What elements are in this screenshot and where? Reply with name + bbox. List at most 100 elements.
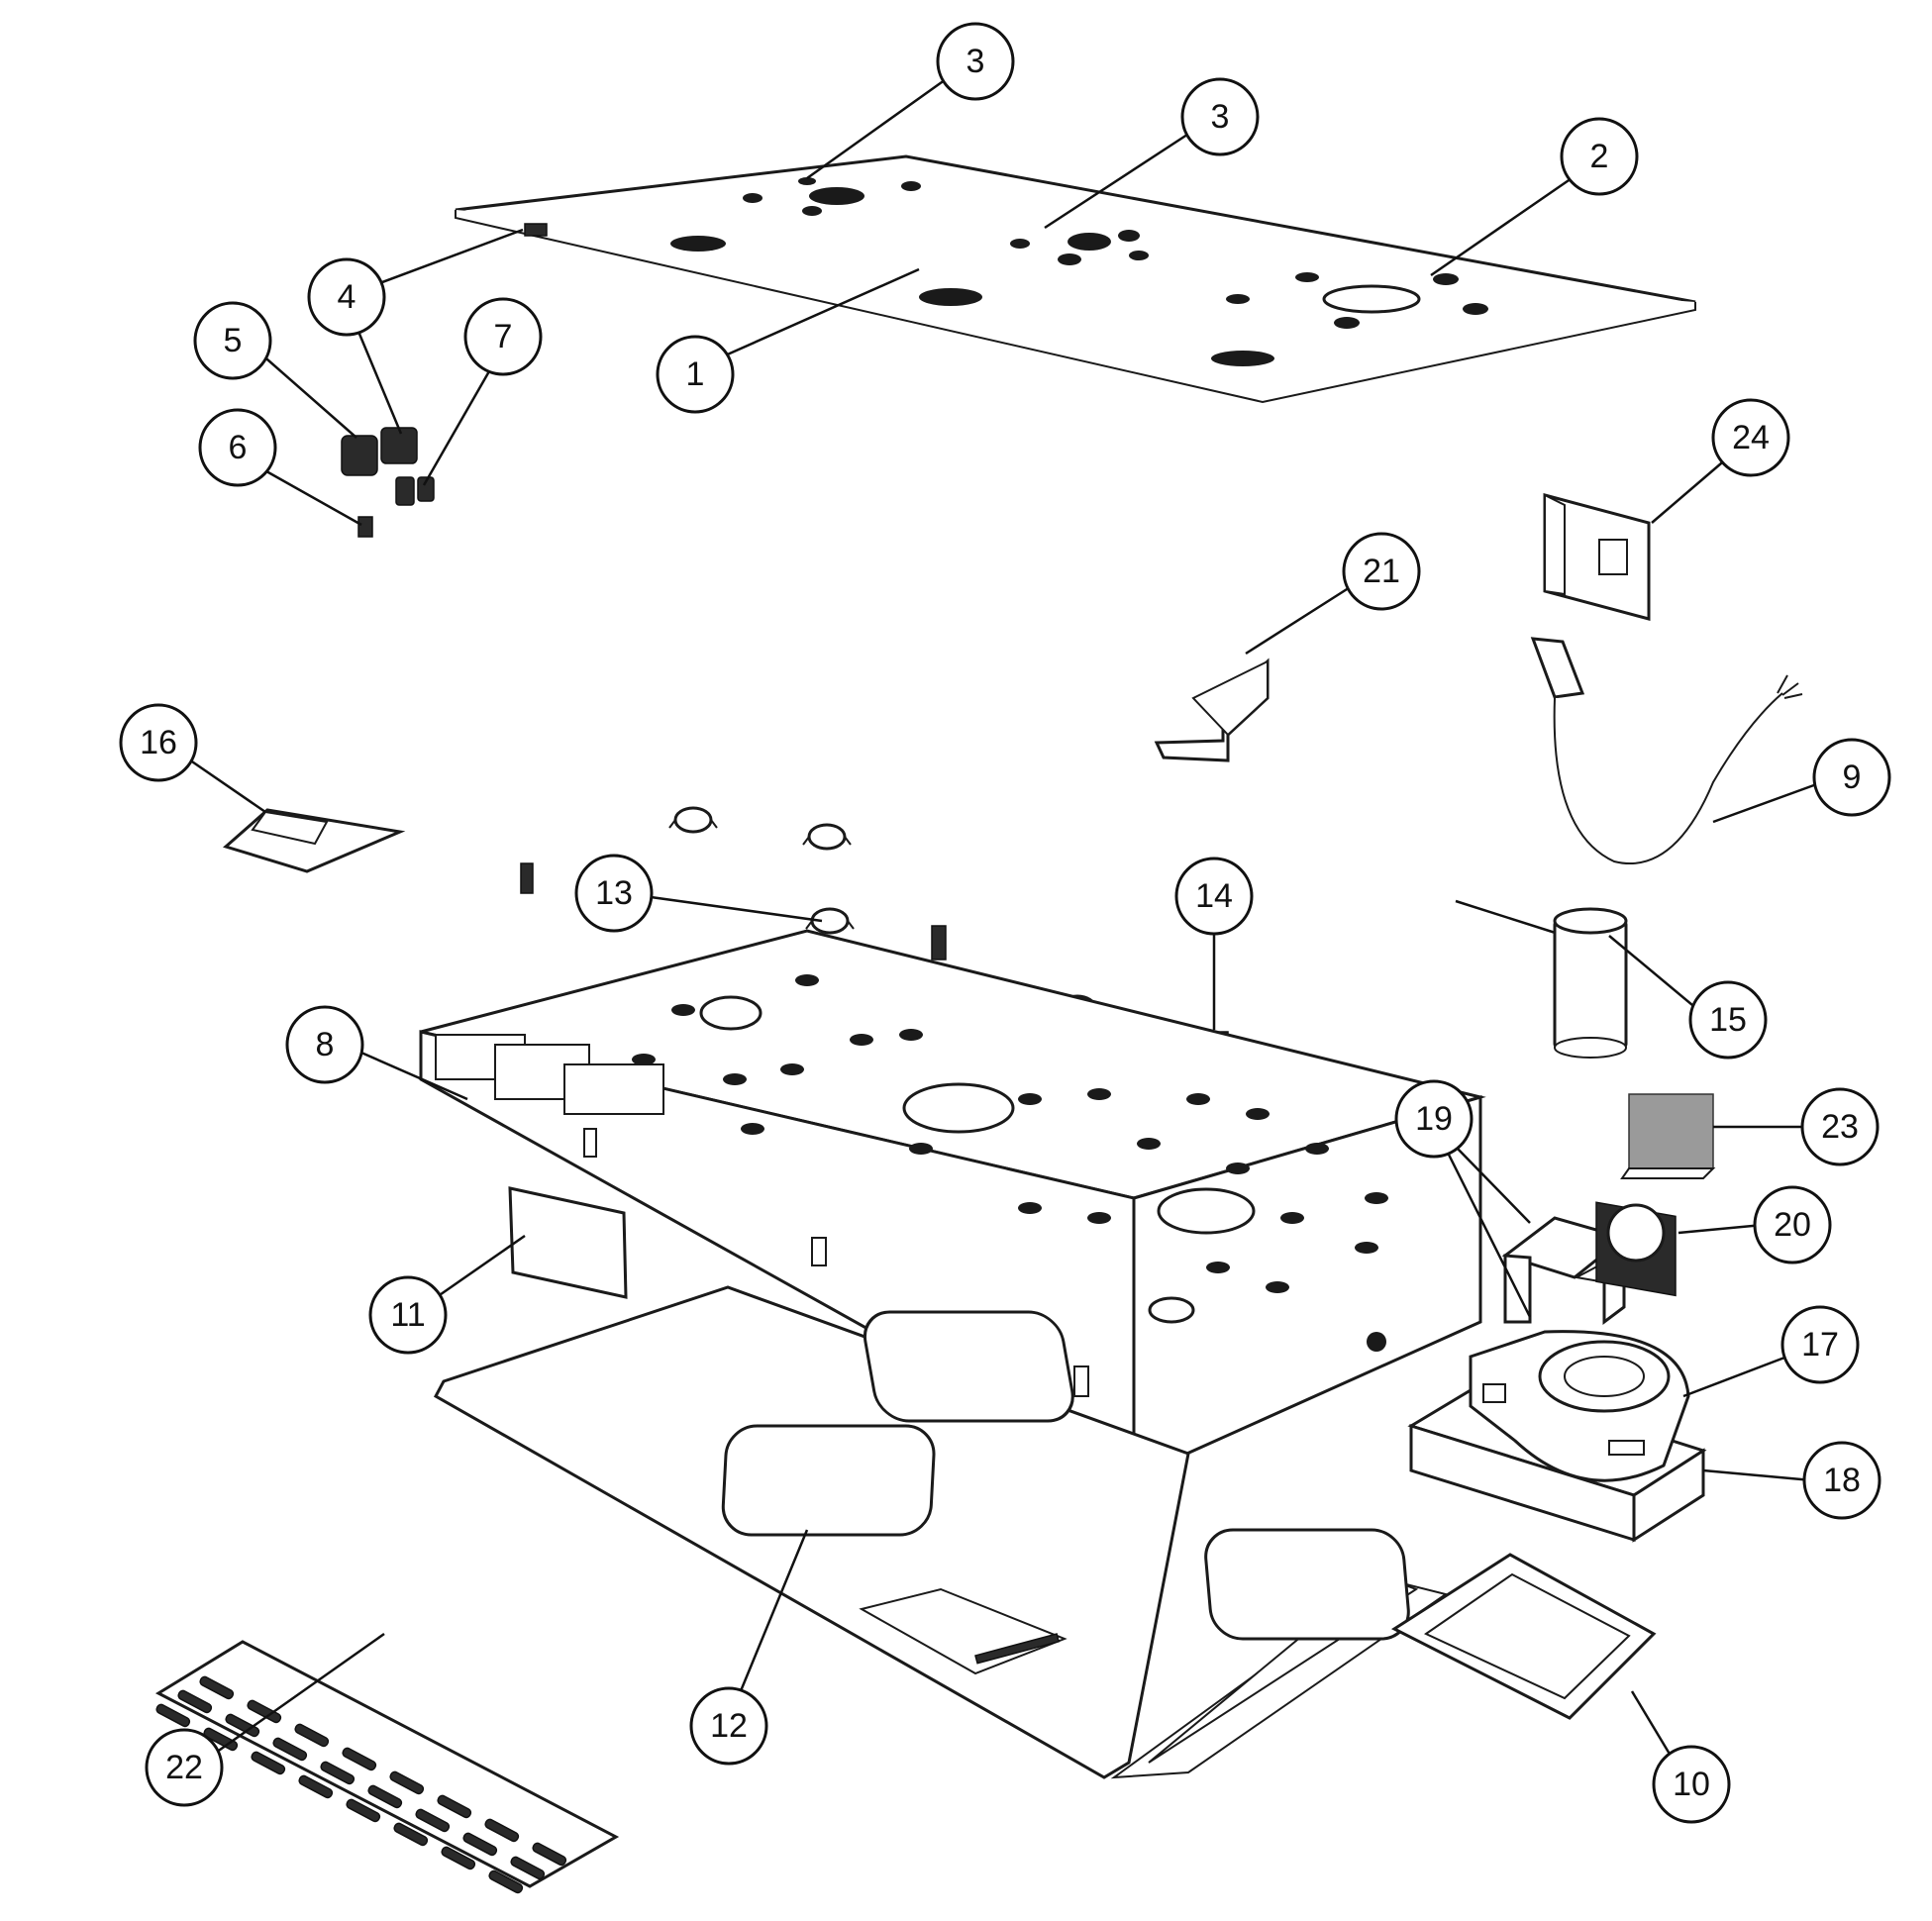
callout-c10: 10	[1652, 1745, 1731, 1824]
callout-c3a: 3	[936, 22, 1015, 101]
part-power-cord	[1530, 637, 1803, 865]
callout-number: 22	[165, 1749, 203, 1786]
callout-number: 23	[1821, 1108, 1859, 1146]
callout-number: 21	[1363, 553, 1400, 590]
grille-slot	[415, 1808, 451, 1833]
grille-slot	[437, 1794, 472, 1819]
callout-circle	[145, 1728, 224, 1807]
leader-line	[258, 352, 357, 439]
callout-circle	[1802, 1441, 1881, 1520]
grille-slot	[294, 1723, 330, 1748]
callout-circle	[1180, 77, 1260, 156]
grille-slot	[251, 1751, 286, 1775]
grille-slot	[320, 1761, 356, 1785]
leader-line	[643, 894, 823, 923]
callout-number: 10	[1673, 1766, 1710, 1803]
grille-slot	[225, 1713, 260, 1738]
part-main-housing	[419, 929, 1486, 1480]
callout-number: 4	[338, 278, 356, 316]
callout-c1: 1	[656, 335, 735, 414]
grille-slot	[510, 1856, 546, 1880]
callout-number: 14	[1195, 877, 1233, 915]
leader-line	[422, 363, 495, 486]
part-cover-plate-11	[508, 1186, 628, 1299]
leader-line	[355, 326, 403, 435]
callout-number: 24	[1732, 419, 1770, 456]
callout-circle	[463, 297, 543, 376]
leader-line	[258, 465, 362, 527]
callout-circle	[689, 1686, 768, 1766]
callout-number: 16	[140, 724, 177, 761]
callout-c9: 9	[1812, 738, 1891, 817]
callout-c8: 8	[285, 1005, 364, 1084]
callout-circle	[1753, 1185, 1832, 1264]
leader-line	[806, 75, 950, 180]
leader-line	[373, 228, 524, 287]
part-blower-assembly	[1407, 1330, 1707, 1543]
grille-slot	[389, 1770, 425, 1795]
grille-slot	[346, 1798, 381, 1823]
leader-line	[1702, 1468, 1813, 1482]
callout-circle	[574, 854, 654, 933]
callout-number: 18	[1823, 1462, 1861, 1499]
callout-c7: 7	[463, 297, 543, 376]
callout-circle	[1812, 738, 1891, 817]
leader-line	[1608, 935, 1699, 1011]
grille-slot	[462, 1832, 498, 1857]
callout-circle	[307, 257, 386, 337]
part-bracket-24	[1543, 493, 1651, 621]
callout-c3b: 3	[1180, 77, 1260, 156]
grille-slot	[441, 1846, 476, 1870]
callout-circle	[1688, 980, 1768, 1060]
callout-c21: 21	[1342, 532, 1421, 611]
callout-number: 2	[1590, 138, 1609, 175]
callout-c20: 20	[1753, 1185, 1832, 1264]
leader-line	[1444, 1148, 1532, 1318]
callout-c13: 13	[574, 854, 654, 933]
grille-slot	[342, 1747, 377, 1771]
grille-slot	[199, 1675, 235, 1700]
callout-c4: 4	[307, 257, 386, 337]
grille-slot	[488, 1870, 524, 1894]
callout-circle	[936, 22, 1015, 101]
callout-c2: 2	[1560, 117, 1639, 196]
callout-number: 8	[316, 1026, 335, 1063]
grille-slot	[298, 1774, 334, 1799]
callout-number: 20	[1774, 1206, 1811, 1244]
callout-circle	[1394, 1079, 1474, 1159]
leader-line	[722, 267, 920, 358]
callout-c6: 6	[198, 408, 277, 487]
grille-slot	[484, 1818, 520, 1843]
callout-circle	[656, 335, 735, 414]
callout-circle	[193, 301, 272, 380]
callout-circle	[1174, 857, 1254, 936]
callout-circle	[1780, 1305, 1860, 1384]
callout-number: 19	[1415, 1100, 1453, 1138]
grille-slot	[367, 1784, 403, 1809]
leader-line	[1430, 174, 1576, 277]
callout-circle	[1652, 1745, 1731, 1824]
leader-line	[212, 1632, 385, 1757]
callout-circle	[1800, 1087, 1880, 1166]
leader-line	[1245, 582, 1356, 656]
callout-c22: 22	[145, 1728, 224, 1807]
callout-c11: 11	[368, 1275, 448, 1355]
callout-c23: 23	[1800, 1087, 1880, 1166]
part-grille-22	[154, 1640, 620, 1894]
callout-number: 12	[710, 1707, 748, 1745]
callout-c5: 5	[193, 301, 272, 380]
callout-number: 3	[1211, 98, 1230, 136]
leader-line	[185, 756, 266, 814]
leader-line	[1682, 1353, 1793, 1398]
callout-circle	[285, 1005, 364, 1084]
part-base-plate	[433, 1285, 1449, 1779]
leader-line	[736, 1529, 809, 1699]
callout-c12: 12	[689, 1686, 768, 1766]
callout-number: 3	[966, 43, 985, 80]
callout-circle	[1711, 398, 1790, 477]
leader-line	[1044, 129, 1194, 230]
grille-slot	[155, 1703, 191, 1728]
callout-c15: 15	[1688, 980, 1768, 1060]
part-frame-10	[1390, 1553, 1657, 1720]
